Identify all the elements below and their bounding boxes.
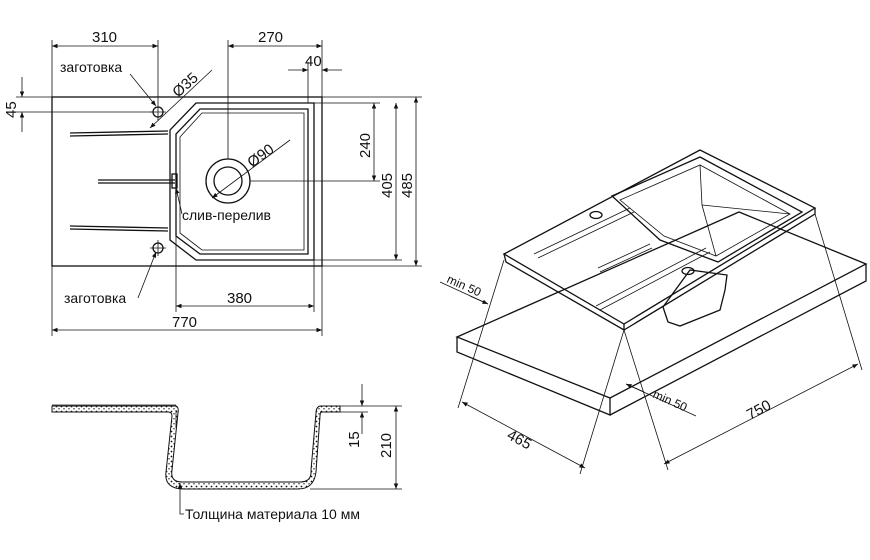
leader-material: [177, 483, 184, 515]
section-view: 15 210 Толщина материала 10 мм: [51, 384, 402, 522]
tap-hole-bottom: [150, 240, 166, 256]
iso-sink-slab: [502, 149, 817, 332]
leader-blank-bottom: [137, 251, 157, 299]
drain-hole: [205, 158, 251, 204]
dim-485-label: 485: [399, 173, 416, 198]
dim-min50-right: min 50: [625, 383, 697, 417]
dim-15: 15: [320, 384, 368, 448]
dim-240-label: 240: [357, 133, 374, 158]
dim-270: 270: [227, 29, 323, 159]
tap-hole-top: [150, 104, 166, 120]
dim-380: 380: [175, 236, 315, 312]
section-profile: [51, 405, 341, 490]
dim-15-label: 15: [346, 431, 363, 448]
dim-d35-label: Ø35: [169, 69, 201, 101]
dim-min50-left-label: min 50: [445, 272, 484, 300]
drainboard-grooves: [69, 130, 175, 232]
dim-310-label: 310: [92, 29, 117, 46]
dim-270-label: 270: [258, 29, 283, 46]
iso-view: min 50 min 50 465 750: [439, 149, 868, 475]
dim-750-label: 750: [744, 397, 774, 424]
dim-770-label: 770: [172, 314, 197, 331]
overflow-slot: [171, 173, 178, 189]
dim-min50-left: min 50: [439, 272, 489, 305]
dim-45: 45: [3, 77, 152, 132]
dim-40: 40: [288, 53, 342, 103]
dim-380-label: 380: [227, 290, 252, 307]
label-blank-bottom: заготовка: [64, 290, 126, 306]
top-view: 310 270 40 Ø35 заготовка 45: [3, 29, 422, 336]
dim-465: 465: [457, 259, 625, 475]
dim-310: 310: [51, 29, 159, 104]
dim-465-label: 465: [504, 427, 534, 454]
dim-d90: Ø90: [211, 139, 291, 199]
dim-min50-right-label: min 50: [651, 387, 690, 415]
dim-d90-label: Ø90: [244, 141, 277, 171]
dim-45-label: 45: [3, 101, 20, 118]
label-blank-top: заготовка: [60, 59, 122, 75]
dim-485: 485: [322, 96, 422, 267]
dim-405: 405: [314, 103, 402, 261]
bowl-underside: [662, 269, 728, 327]
dim-770: 770: [51, 266, 323, 336]
material-note: Толщина материала 10 мм: [185, 506, 360, 522]
dim-240: 240: [250, 102, 380, 182]
leader-blank-top: [129, 73, 157, 107]
label-overflow: слив-перелив: [182, 207, 271, 223]
dim-210: 210: [310, 405, 402, 490]
countertop: [455, 211, 868, 416]
dim-40-label: 40: [305, 53, 322, 70]
sink-outline: [51, 96, 323, 267]
dim-405-label: 405: [379, 173, 396, 198]
dim-210-label: 210: [378, 433, 395, 458]
leader-overflow: [175, 187, 183, 215]
